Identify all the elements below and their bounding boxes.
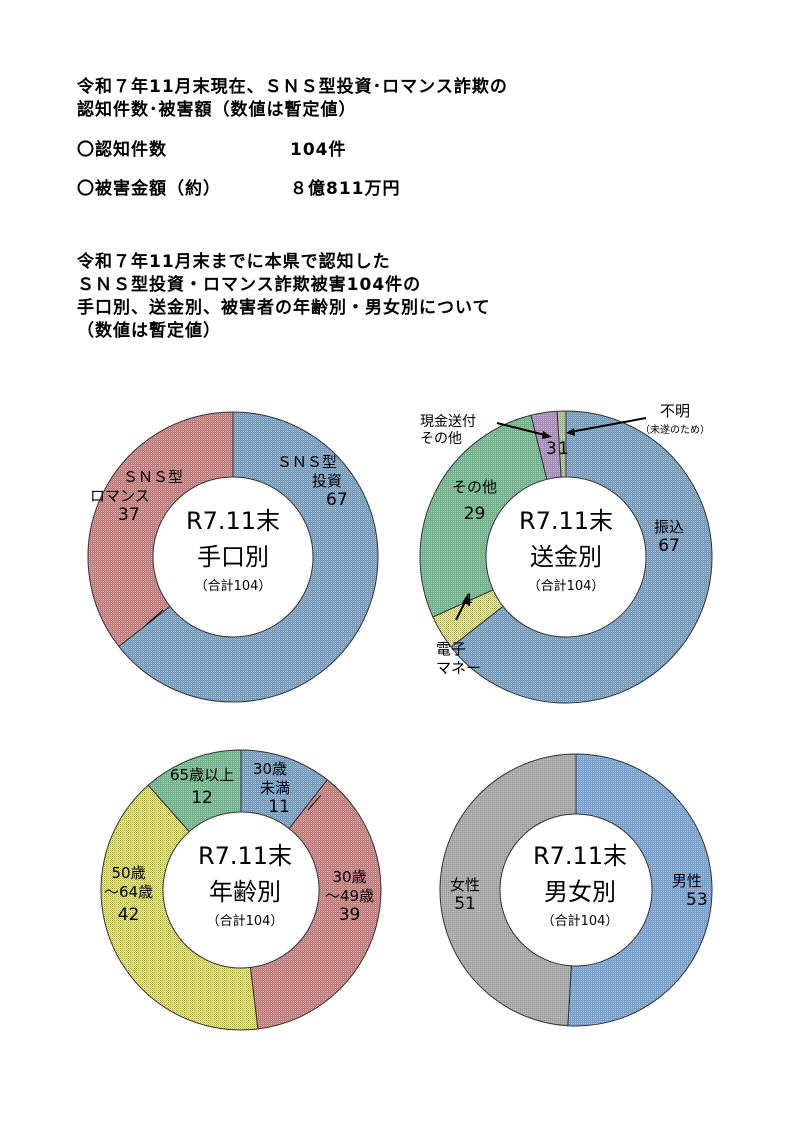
chart4-total: （合計104） — [541, 914, 619, 929]
arrow-head — [462, 596, 469, 605]
chart4-center: R7.11末 男女別 （合計104） — [510, 840, 650, 932]
slice-65歳以上 — [147, 749, 242, 833]
heading-line-1: 令和７年11月末現在、ＳＮＳ型投資･ロマンス詐欺の — [77, 77, 508, 97]
chart3-total: （合計104） — [206, 914, 284, 929]
chart2-center: R7.11末 送金別 （合計104） — [496, 505, 636, 597]
chart1-donut — [87, 411, 379, 703]
heading-line-3: 令和７年11月末までに本県で認知した — [77, 252, 391, 272]
chart2-label-unknown: 不明（未遂のため） — [640, 402, 710, 436]
chart3-donut — [100, 749, 382, 1031]
heading-line-6: （数値は暫定値） — [77, 321, 221, 341]
leader-line — [307, 794, 322, 811]
count-label: 〇認知件数 — [77, 140, 167, 160]
slice-男性 — [567, 753, 713, 1027]
chart2-title: R7.11末 — [518, 507, 614, 535]
chart2-value-unknown: 1 — [558, 439, 569, 459]
chart2-total: （合計104） — [527, 579, 605, 594]
chart3-subtitle: 年齢別 — [209, 878, 281, 906]
chart3-title: R7.11末 — [197, 842, 293, 870]
amount-label: 〇被害金額（約） — [77, 179, 221, 199]
arrow-head — [542, 431, 552, 439]
chart2-subtitle: 送金別 — [530, 543, 602, 571]
arrow-fumei — [569, 417, 647, 433]
chart3-center: R7.11末 年齢別 （合計104） — [175, 840, 315, 932]
chart1-total: （合計104） — [194, 579, 272, 594]
heading-line-2: 認知件数･被害額（数値は暫定値） — [77, 100, 357, 120]
heading-line-4: ＳＮＳ型投資・ロマンス詐欺被害104件の — [77, 275, 422, 295]
chart1-center: R7.11末 手口別 （合計104） — [163, 505, 303, 597]
chart2-label-emoney: 電子マネー — [436, 640, 482, 677]
chart4-donut — [439, 753, 713, 1027]
slice-ＳＮＳ型投資 — [118, 411, 379, 703]
chart4-subtitle: 男女別 — [544, 878, 616, 906]
slice-30歳～49歳 — [249, 779, 382, 1030]
chart4-title: R7.11末 — [532, 842, 628, 870]
chart2-value-cash: 3 — [546, 439, 557, 459]
amount-value: ８億811万円 — [290, 179, 401, 199]
slice-その他 — [419, 414, 548, 618]
arrow-genkin — [496, 422, 550, 437]
leader-line — [146, 609, 164, 625]
arrow-head — [566, 428, 575, 436]
heading-line-5: 手口別、送金別、被害者の年齢別・男女別について — [77, 298, 491, 318]
slice-ＳＮＳ型ロマンス — [87, 411, 234, 648]
chart2-label-cash: 現金送付その他 — [420, 414, 476, 447]
chart1-title: R7.11末 — [185, 507, 281, 535]
chart2-value-emoney: 4 — [462, 591, 473, 611]
slice-振込 — [450, 410, 713, 704]
chart2-donut — [419, 410, 713, 704]
slice-不明 — [556, 410, 567, 478]
leader-arrows — [146, 417, 647, 811]
slice-50歳～64歳 — [100, 784, 259, 1031]
count-value: 104件 — [290, 140, 347, 160]
chart1-subtitle: 手口別 — [197, 543, 269, 571]
slice-女性 — [439, 753, 577, 1027]
